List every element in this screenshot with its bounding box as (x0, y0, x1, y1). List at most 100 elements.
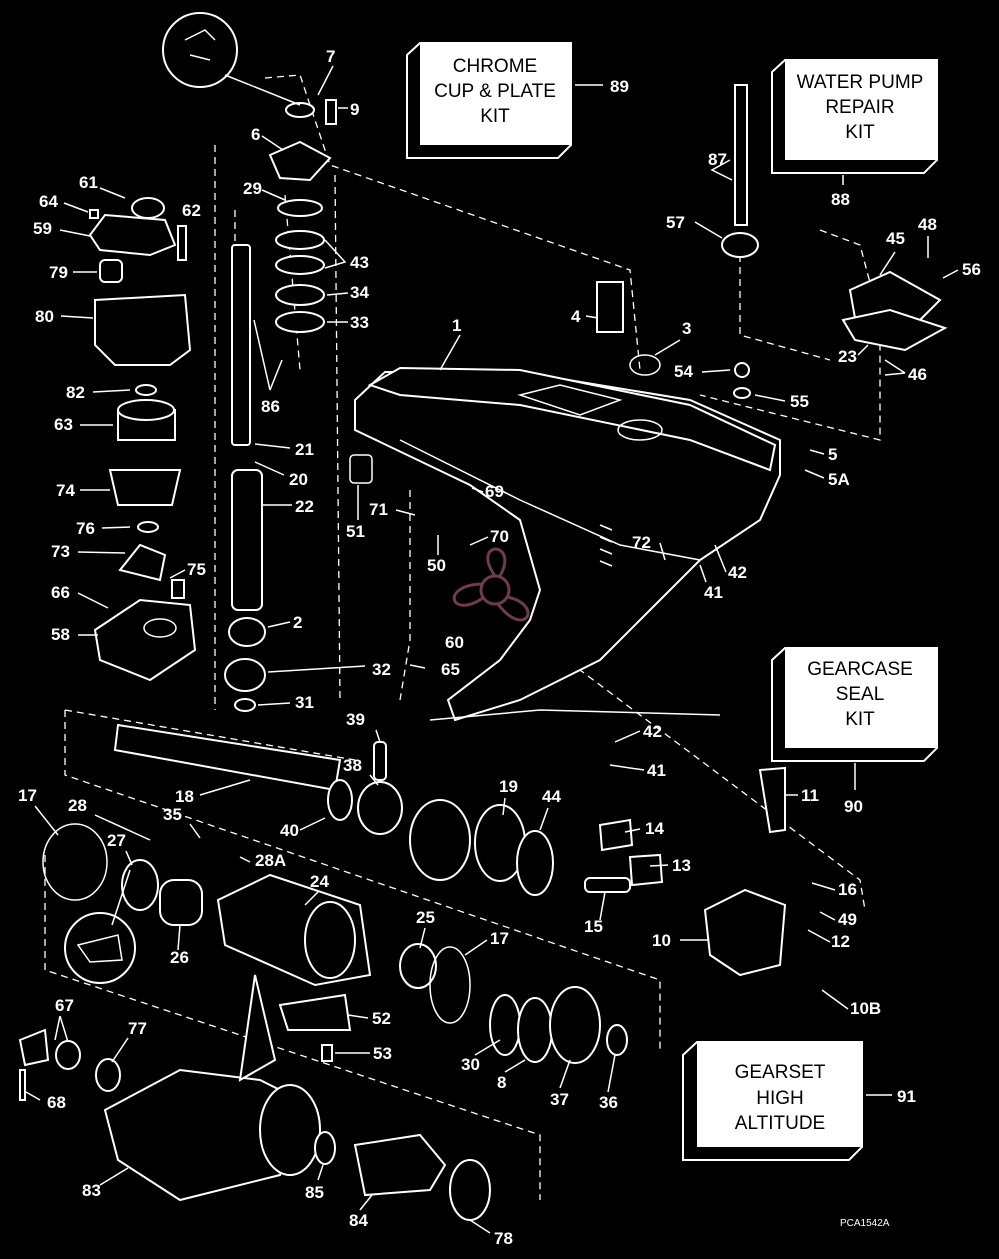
callout-20: 20 (289, 470, 308, 489)
callout-46: 46 (908, 365, 927, 384)
kit-90-number: 90 (844, 797, 863, 816)
callout-28: 28 (68, 796, 87, 815)
callout-51: 51 (346, 522, 365, 541)
callout-34: 34 (350, 283, 369, 302)
detail-insets (64, 12, 301, 984)
callout-17b: 17 (490, 929, 509, 948)
callout-43: 43 (350, 253, 369, 272)
callout-74: 74 (56, 481, 75, 500)
callout-40: 40 (280, 821, 299, 840)
kit-90-line-2: SEAL (836, 684, 885, 705)
propeller-watermark-icon (452, 547, 530, 622)
callout-8: 8 (497, 1073, 506, 1092)
callout-31: 31 (295, 693, 314, 712)
callout-33: 33 (350, 313, 369, 332)
callout-56: 56 (962, 260, 981, 279)
callout-19: 19 (499, 777, 518, 796)
callout-labels: 7 9 6 29 43 34 33 86 21 20 22 2 32 31 61… (18, 47, 981, 1248)
propeller (18, 974, 491, 1221)
kit-89-line-3: KIT (480, 106, 510, 127)
kit-box-89: CHROME CUP & PLATE KIT 89 (406, 42, 629, 159)
callout-41a: 41 (704, 583, 723, 602)
callout-4: 4 (571, 307, 581, 326)
callout-42a: 42 (728, 563, 747, 582)
callout-21: 21 (295, 440, 314, 459)
callout-18: 18 (175, 787, 194, 806)
callout-5A: 5A (828, 470, 850, 489)
callout-15: 15 (584, 917, 603, 936)
callout-23: 23 (838, 347, 857, 366)
callout-30: 30 (461, 1055, 480, 1074)
callout-39: 39 (346, 710, 365, 729)
callout-10: 10 (652, 931, 671, 950)
callout-42b: 42 (643, 722, 662, 741)
kit-90-line-3: KIT (845, 709, 875, 730)
callout-35: 35 (163, 805, 182, 824)
kit-88-line-1: WATER PUMP (797, 72, 924, 93)
callout-67: 67 (55, 996, 74, 1015)
callout-41b: 41 (647, 761, 666, 780)
callout-12: 12 (831, 932, 850, 951)
water-pump-stack (88, 197, 197, 682)
callout-57: 57 (666, 213, 685, 232)
callout-37: 37 (550, 1090, 569, 1109)
callout-6: 6 (251, 125, 260, 144)
kit-89-line-2: CUP & PLATE (434, 81, 556, 102)
driveshaft-column (224, 99, 337, 712)
kit-88-number: 88 (831, 190, 850, 209)
kit-box-88: WATER PUMP REPAIR KIT 88 (771, 59, 938, 209)
kit-89-line-1: CHROME (453, 56, 537, 77)
callout-62: 62 (182, 201, 201, 220)
callout-7: 7 (326, 47, 335, 66)
callout-36: 36 (599, 1093, 618, 1112)
callout-26: 26 (170, 948, 189, 967)
callout-63: 63 (54, 415, 73, 434)
kit-88-line-2: REPAIR (825, 97, 894, 118)
callout-64: 64 (39, 192, 58, 211)
lower-assembly (42, 766, 787, 1064)
kit-90-line-1: GEARCASE (807, 659, 913, 680)
kit-88-line-3: KIT (845, 122, 875, 143)
callout-45: 45 (886, 229, 905, 248)
kit-91-line-1: GEARSET (735, 1062, 826, 1083)
callout-54: 54 (674, 362, 693, 381)
callout-85: 85 (305, 1183, 324, 1202)
callout-73: 73 (51, 542, 70, 561)
callout-72: 72 (632, 533, 651, 552)
callout-68: 68 (47, 1093, 66, 1112)
callout-82: 82 (66, 383, 85, 402)
callout-11: 11 (801, 786, 819, 805)
callout-16: 16 (838, 880, 857, 899)
callout-14: 14 (645, 819, 664, 838)
kit-box-90: GEARCASE SEAL KIT 90 (771, 647, 938, 816)
callout-86: 86 (261, 397, 280, 416)
callout-52: 52 (372, 1009, 391, 1028)
callout-1: 1 (452, 316, 461, 335)
callout-53: 53 (373, 1044, 392, 1063)
kit-boxes: CHROME CUP & PLATE KIT 89 WATER PUMP REP… (406, 42, 938, 1161)
callout-2: 2 (293, 613, 302, 632)
callout-58: 58 (51, 625, 70, 644)
callout-22: 22 (295, 497, 314, 516)
callout-84: 84 (349, 1211, 368, 1230)
callout-17a: 17 (18, 786, 37, 805)
kit-box-91: GEARSET HIGH ALTITUDE 91 (682, 1041, 916, 1161)
callout-83: 83 (82, 1181, 101, 1200)
callout-75: 75 (187, 560, 206, 579)
callout-3: 3 (682, 319, 691, 338)
kit-91-number: 91 (897, 1087, 916, 1106)
callout-10B: 10B (850, 999, 881, 1018)
callout-71: 71 (369, 500, 388, 519)
callout-77: 77 (128, 1019, 147, 1038)
callout-60: 60 (445, 633, 464, 652)
drawing-code: PCA1542A (840, 1218, 890, 1229)
callout-28A: 28A (255, 851, 286, 870)
callout-76: 76 (76, 519, 95, 538)
callout-59: 59 (33, 219, 52, 238)
callout-78: 78 (494, 1229, 513, 1248)
callout-50: 50 (427, 556, 446, 575)
kit-89-number: 89 (610, 77, 629, 96)
gearcase-housing (349, 366, 781, 722)
right-parts (596, 84, 948, 399)
